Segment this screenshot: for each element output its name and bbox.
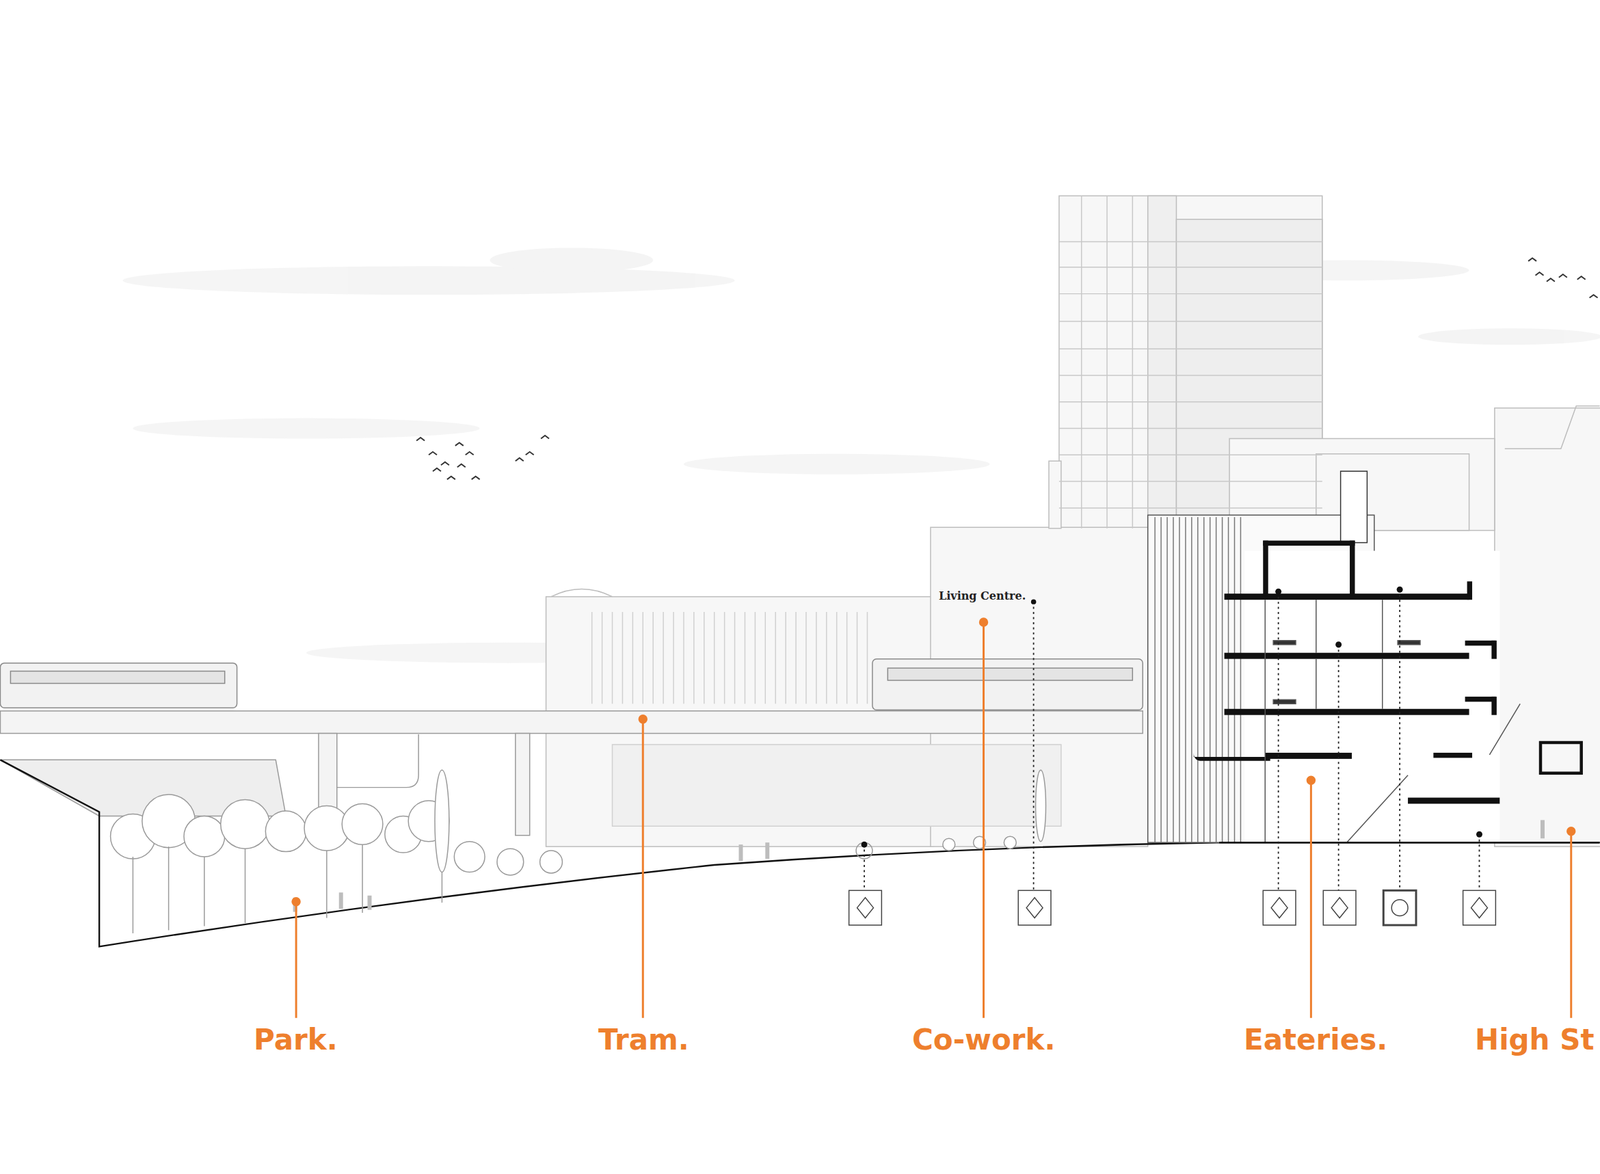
programme-markers — [864, 589, 1480, 891]
zone-label: Eateries. — [1243, 1024, 1388, 1056]
park-trees — [110, 769, 1047, 934]
marker-dots — [861, 586, 1483, 848]
section-building — [1148, 471, 1600, 843]
tram-cars — [0, 659, 1143, 711]
programme-icons — [849, 890, 1497, 926]
zone-label: Co-work. — [912, 1024, 1056, 1056]
zone-label: Park. — [253, 1024, 338, 1056]
zone-label: High St — [1474, 1024, 1594, 1056]
building-name: Living Centre. — [938, 590, 1026, 603]
leader-lines — [292, 618, 1575, 1019]
tower-floor-lines — [1059, 195, 1323, 528]
background-buildings — [546, 195, 1600, 847]
zone-label: Tram. — [598, 1024, 690, 1056]
